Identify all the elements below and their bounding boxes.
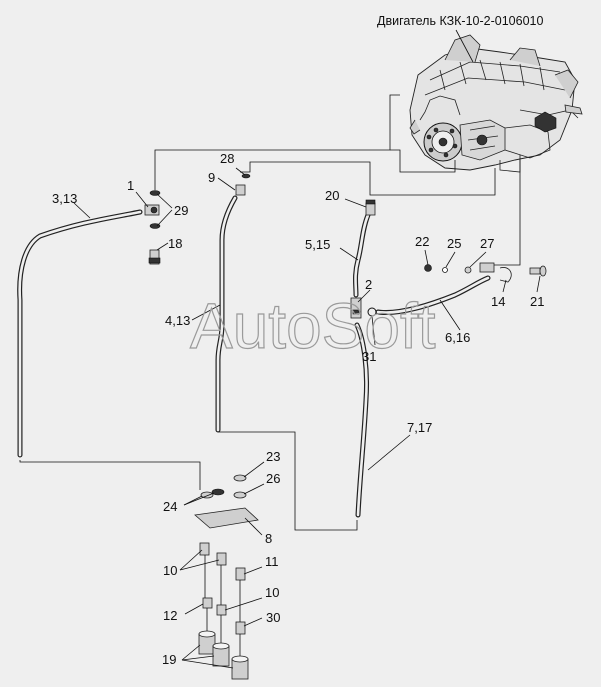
- washer-26: [233, 491, 247, 499]
- label-25: 25: [447, 236, 461, 251]
- label-6-16: 6,16: [445, 330, 470, 345]
- clip-14: [499, 267, 512, 283]
- label-22: 22: [415, 234, 429, 249]
- washer-24b: [200, 491, 214, 499]
- plug-21: [529, 267, 541, 275]
- label-27: 27: [480, 236, 494, 251]
- label-23: 23: [266, 449, 280, 464]
- label-11: 11: [265, 554, 279, 569]
- fitting-9: [235, 184, 246, 196]
- washer-25: [442, 267, 448, 273]
- label-2: 2: [365, 277, 372, 292]
- washer-28: [241, 173, 251, 179]
- washer-24a: [211, 488, 225, 496]
- washer-29-top: [149, 190, 161, 196]
- label-7-17: 7,17: [407, 420, 432, 435]
- fitting-10a: [199, 542, 210, 556]
- fitting-10b: [216, 552, 227, 566]
- hose-3-13: [17, 209, 143, 458]
- connector-2: [350, 297, 362, 319]
- label-29: 29: [174, 203, 188, 218]
- label-26: 26: [266, 471, 280, 486]
- label-24: 24: [163, 499, 177, 514]
- fitting-20: [365, 202, 376, 216]
- routing-line-top: [154, 94, 400, 190]
- fitting-30: [235, 621, 246, 635]
- label-18: 18: [168, 236, 182, 251]
- label-4-13: 4,13: [165, 313, 190, 328]
- label-21: 21: [530, 294, 544, 309]
- label-20: 20: [325, 188, 339, 203]
- watermark-text: AutoSoft: [190, 290, 436, 362]
- label-12: 12: [163, 608, 177, 623]
- label-19: 19: [162, 652, 176, 667]
- label-9: 9: [208, 170, 215, 185]
- washer-29-bottom: [149, 223, 161, 229]
- cap-19b: [212, 642, 230, 667]
- leader-lines: [73, 29, 541, 669]
- label-3-13: 3,13: [52, 191, 77, 206]
- label-30: 30: [266, 610, 280, 625]
- cap-19a: [198, 630, 216, 655]
- plug-18: [149, 249, 160, 265]
- callout-labels: 1 2 3,13 4,13 5,15 6,16 7,17 8 9 10 10 1…: [52, 151, 544, 667]
- engine-title: Двигатель КЗК-10-2-0106010: [377, 14, 543, 28]
- fitting-12: [202, 597, 213, 609]
- fitting-11: [235, 567, 246, 581]
- washer-27: [464, 266, 472, 274]
- routing-line-right: [490, 155, 521, 266]
- routing-lines: [19, 94, 521, 531]
- washer-23: [233, 474, 247, 482]
- label-14: 14: [491, 294, 505, 309]
- plate-8: [194, 507, 259, 529]
- label-5-15: 5,15: [305, 237, 330, 252]
- label-10b: 10: [265, 585, 279, 600]
- fitting-10c: [216, 604, 227, 616]
- tee-fitting: [479, 262, 495, 273]
- fittings: [144, 173, 547, 680]
- label-31: 31: [362, 349, 376, 364]
- label-28: 28: [220, 151, 234, 166]
- cap-19c: [231, 655, 249, 680]
- label-10a: 10: [163, 563, 177, 578]
- nut-22: [424, 264, 432, 272]
- label-1: 1: [127, 178, 134, 193]
- engine-illustration: [409, 34, 583, 173]
- label-8: 8: [265, 531, 272, 546]
